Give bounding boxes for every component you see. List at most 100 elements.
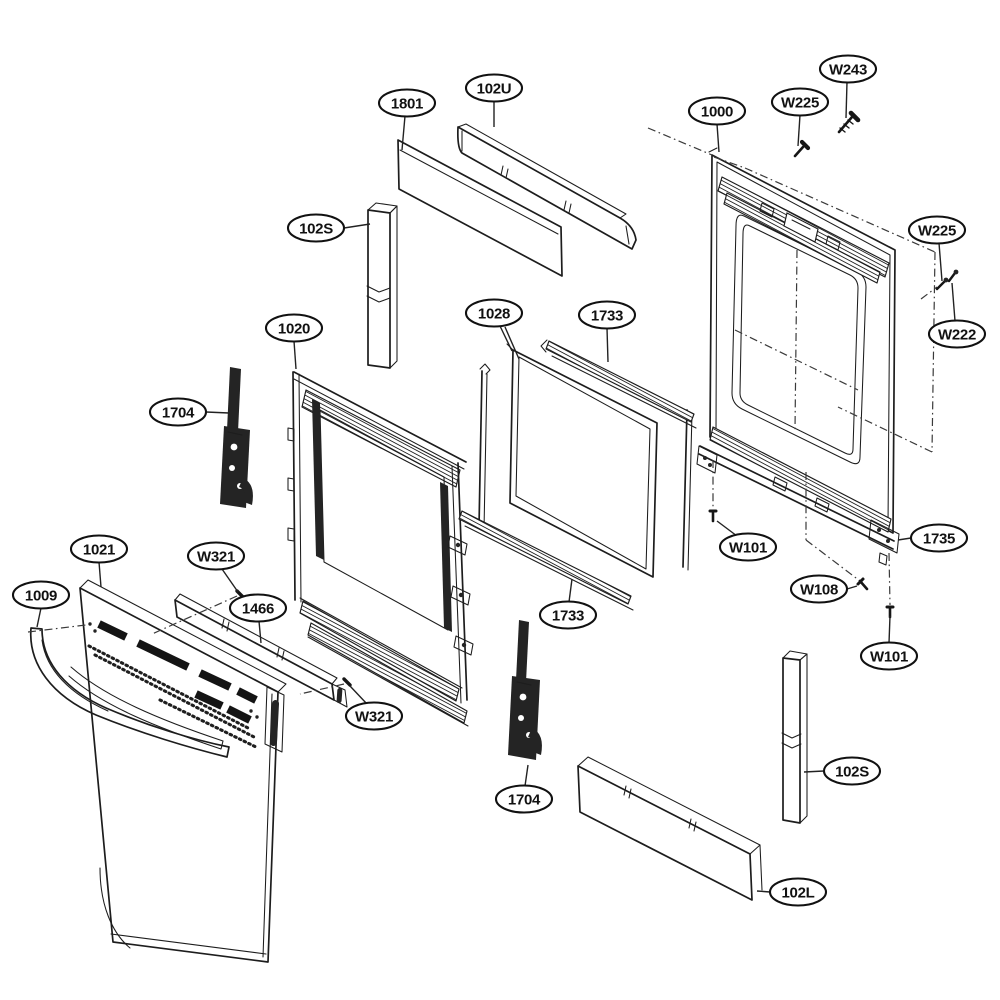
callout-w222-11: W222	[927, 282, 987, 349]
callout-label: W101	[870, 649, 908, 666]
callout-leader	[951, 282, 956, 322]
callout-leader	[36, 607, 42, 628]
callout-leader	[716, 123, 720, 153]
callout-bubble	[464, 298, 524, 328]
callout-1009-14: 1009	[11, 580, 71, 628]
callout-leader	[716, 520, 738, 537]
callout-bubble	[859, 641, 919, 671]
callout-leader	[524, 764, 529, 787]
part-bottom-hinge-rail	[696, 445, 900, 566]
part-gasket-strip-top	[540, 339, 697, 429]
callout-w321-13: W321	[186, 541, 246, 593]
callout-1466-15: 1466	[228, 593, 288, 644]
callout-w101-19: W101	[716, 520, 778, 562]
part-latch-left	[220, 367, 253, 508]
callout-102u-1: 102U	[464, 73, 524, 127]
callout-leader	[756, 890, 771, 893]
callout-label: 1028	[478, 306, 510, 323]
callout-bubble	[818, 54, 878, 84]
callout-w108-20: W108	[789, 574, 858, 604]
callout-w225-8: W225	[770, 87, 830, 147]
callout-label: W101	[729, 540, 767, 557]
callout-bubble	[927, 319, 987, 349]
callout-label: 1733	[591, 308, 623, 325]
callout-leader	[258, 620, 262, 644]
callout-1020-3: 1020	[264, 313, 324, 370]
callout-leader	[343, 223, 371, 229]
callout-bubble	[789, 574, 849, 604]
callout-102l-24: 102L	[756, 877, 828, 907]
callout-leader	[349, 685, 368, 705]
screws	[235, 110, 959, 687]
callout-w243-9: W243	[818, 54, 878, 119]
callout-label: W225	[918, 223, 956, 240]
callout-label: W321	[197, 549, 235, 566]
callout-label: 1704	[162, 405, 195, 422]
screw-w101-bottom	[885, 605, 895, 619]
callout-label: 102U	[477, 81, 512, 98]
callout-leader	[888, 615, 891, 644]
callout-bubble	[186, 541, 246, 571]
callout-w101-22: W101	[859, 615, 919, 671]
callout-bubble	[148, 397, 208, 427]
callout-label: 102S	[835, 764, 869, 781]
part-side-strip-left	[366, 202, 398, 369]
callout-bubble	[770, 87, 830, 117]
callout-bubble	[907, 215, 967, 245]
callout-bubble	[11, 580, 71, 610]
callout-leader	[504, 326, 520, 360]
part-lower-trim-bar	[577, 756, 763, 901]
callout-label: 102S	[299, 221, 333, 238]
callout-label: 1000	[701, 104, 733, 121]
callout-bubble	[494, 784, 554, 814]
callout-1028-4: 1028	[464, 298, 524, 360]
screw-w225-top	[793, 139, 811, 158]
callout-w321-16: W321	[344, 685, 404, 731]
part-inner-door-frame	[287, 371, 474, 727]
callout-bubble	[768, 877, 828, 907]
screw-w321-lower	[342, 677, 352, 687]
part-upper-glass-shield	[397, 139, 563, 277]
callout-leader	[897, 537, 912, 541]
callout-1704-6: 1704	[148, 397, 230, 427]
callout-label: 1801	[391, 96, 423, 113]
callout-bubble	[822, 756, 882, 786]
callout-leader	[98, 561, 102, 588]
screw-w108	[856, 577, 869, 591]
callout-bubble	[228, 593, 288, 623]
callout-bubble	[538, 600, 598, 630]
callout-label: 1021	[83, 542, 115, 559]
callout-label: 1735	[923, 531, 955, 548]
part-side-strip-right	[781, 650, 808, 824]
callout-bubble	[344, 701, 404, 731]
callout-1735-21: 1735	[897, 523, 969, 553]
callout-label: W222	[938, 327, 976, 344]
part-vent-trim-bar	[151, 593, 348, 708]
callout-w225-10: W225	[907, 215, 967, 282]
callout-leader	[938, 242, 943, 282]
callout-1801-0: 1801	[377, 88, 437, 151]
callout-102s-23: 102S	[803, 756, 882, 786]
callout-bubble	[687, 96, 747, 126]
callout-leader	[499, 325, 513, 352]
part-outer-door-assembly	[708, 147, 896, 534]
callout-bubble	[69, 534, 129, 564]
callout-bubble	[264, 313, 324, 343]
callout-label: W225	[781, 95, 819, 112]
callout-1704-18: 1704	[494, 764, 554, 814]
callout-leader	[401, 115, 406, 151]
part-upper-trim-bar	[456, 123, 637, 250]
callout-leader	[606, 327, 609, 363]
callout-label: 1704	[508, 792, 541, 809]
callout-label: 1009	[25, 588, 57, 605]
part-latch-bottom	[508, 620, 542, 760]
callout-1733-17: 1733	[538, 578, 598, 630]
projection-lines	[647, 127, 938, 606]
callout-label: 1466	[242, 601, 274, 618]
callout-leader	[845, 81, 848, 119]
callout-bubble	[909, 523, 969, 553]
callout-label: W243	[829, 62, 867, 79]
